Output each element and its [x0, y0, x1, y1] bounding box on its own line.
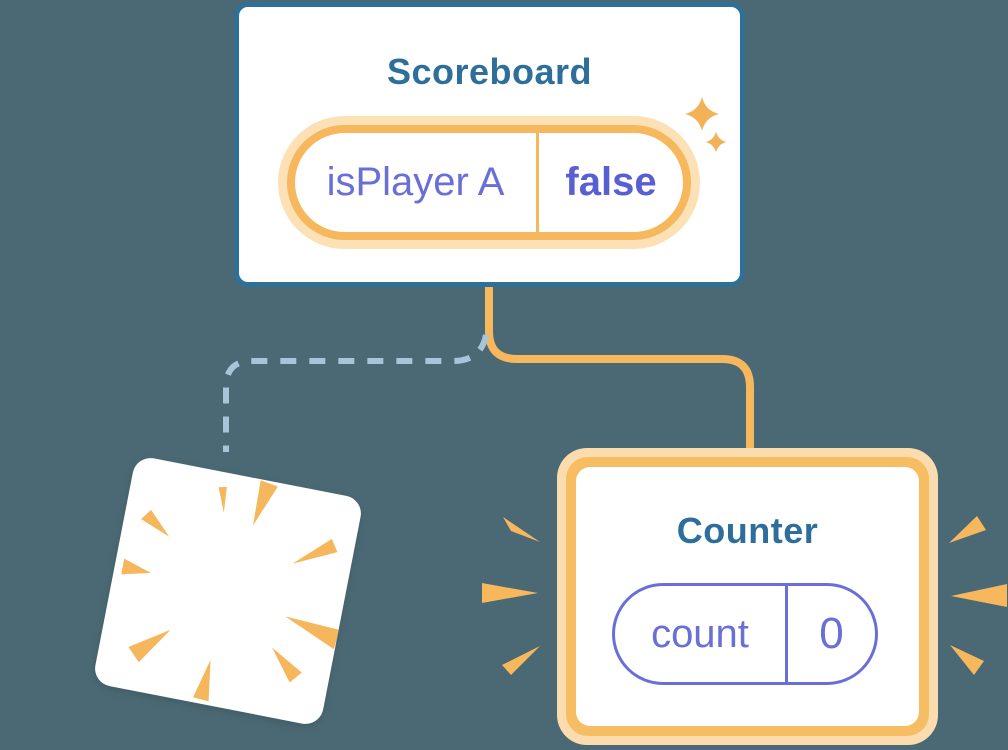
removed-component-box [91, 454, 365, 728]
pill-divider [536, 133, 539, 232]
scoreboard-title: Scoreboard [386, 51, 593, 92]
scoreboard-state-pill-ring: isPlayer A false [287, 125, 691, 240]
emphasis-burst-left-icon [482, 517, 540, 675]
scoreboard-card: Scoreboard isPlayer A false [234, 2, 745, 287]
scoreboard-state-pill: isPlayer A false [278, 116, 700, 249]
pill-divider [785, 586, 788, 682]
state-value: false [565, 160, 657, 204]
state-name: isPlayer A [326, 160, 505, 204]
sparkles-icon [685, 97, 727, 153]
counter-state-pill: count 0 [612, 583, 878, 685]
state-value: 0 [819, 609, 844, 658]
emphasis-burst-right-icon [949, 516, 1007, 675]
scoreboard-state-pill-body: isPlayer A false [295, 133, 683, 232]
state-name: count [651, 611, 749, 656]
counter-title: Counter [676, 510, 819, 551]
poof-burst-icon [121, 480, 340, 702]
counter-card: Counter count 0 [557, 448, 938, 745]
connector-active-line [485, 283, 754, 452]
connector-removed-dashed-line [223, 334, 489, 452]
